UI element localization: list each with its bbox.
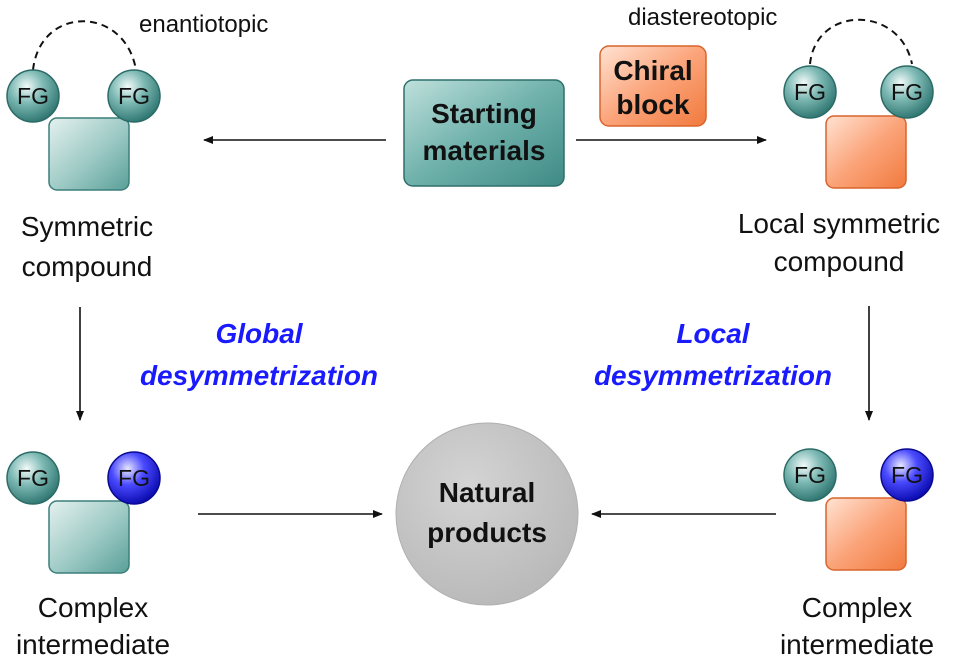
- fg-label: FG: [17, 83, 49, 109]
- global-desymmetrization-label-line1: Global: [215, 318, 303, 349]
- fg-label: FG: [17, 465, 49, 491]
- diastereotopic-dashed-arc: [809, 18, 913, 65]
- local-symmetric-label-line2: compound: [774, 246, 905, 277]
- fg-ball-left: [6, 69, 60, 123]
- starting-materials-box: [403, 79, 565, 187]
- local-symmetric-compound-graphic: FG FG: [783, 18, 934, 189]
- fg-label: FG: [794, 79, 826, 105]
- fg-label: FG: [891, 462, 923, 488]
- global-desymmetrization-label-line2: desymmetrization: [140, 360, 378, 391]
- symmetric-compound-label-line1: Symmetric: [21, 211, 153, 242]
- fg-label: FG: [118, 465, 150, 491]
- fg-ball-left: [783, 65, 837, 119]
- fg-ball-left: [6, 451, 60, 505]
- complex-intermediate-right-line1: Complex: [802, 592, 912, 623]
- local-desymmetrization-label-line1: Local: [676, 318, 750, 349]
- complex-intermediate-left-line1: Complex: [38, 592, 148, 623]
- chiral-block-label-line1: Chiral: [613, 55, 692, 86]
- natural-products-circle: [395, 422, 579, 606]
- fg-ball-left: [783, 448, 837, 502]
- enantiotopic-dashed-arc: [32, 20, 137, 71]
- natural-products-label-line2: products: [427, 517, 547, 548]
- diastereotopic-label: diastereotopic: [628, 4, 777, 31]
- symmetric-compound-label-line2: compound: [22, 251, 153, 282]
- orange-block: [825, 497, 907, 571]
- orange-block: [825, 115, 907, 189]
- fg-label: FG: [118, 83, 150, 109]
- complex-intermediate-right-line2: intermediate: [780, 629, 934, 660]
- complex-intermediate-left-line2: intermediate: [16, 629, 170, 660]
- symmetric-compound-graphic: FG FG: [6, 20, 161, 191]
- natural-products-label-line1: Natural: [439, 477, 535, 508]
- starting-materials-label-line1: Starting: [431, 98, 537, 129]
- fg-label: FG: [794, 462, 826, 488]
- chiral-block-box: [599, 45, 707, 127]
- fg-ball-right-blue: [107, 451, 161, 505]
- starting-materials-label-line2: materials: [423, 135, 546, 166]
- enantiotopic-label: enantiotopic: [139, 11, 268, 38]
- teal-block: [48, 117, 130, 191]
- fg-ball-right-blue: [880, 448, 934, 502]
- local-desymmetrization-label-line2: desymmetrization: [594, 360, 832, 391]
- complex-intermediate-right-graphic: FG FG: [783, 448, 934, 571]
- teal-block: [48, 500, 130, 574]
- local-symmetric-label-line1: Local symmetric: [738, 208, 940, 239]
- fg-label: FG: [891, 79, 923, 105]
- fg-ball-right: [107, 69, 161, 123]
- fg-ball-right: [880, 65, 934, 119]
- complex-intermediate-left-graphic: FG FG: [6, 451, 161, 574]
- chiral-block-label-line2: block: [616, 89, 690, 120]
